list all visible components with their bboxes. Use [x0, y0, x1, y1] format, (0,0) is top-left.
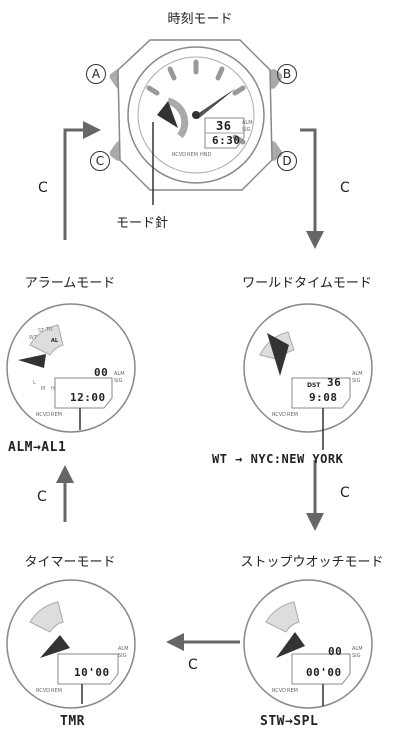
timer-side-2: SIG: [118, 653, 127, 659]
dial-letter-al: AL: [51, 338, 59, 344]
stopwatch-main-value: 00'00: [306, 666, 342, 679]
stopwatch-watch: [243, 579, 373, 709]
top-bottom-label-1: RCVD: [172, 152, 186, 158]
dial-letter-wt: WT: [29, 335, 37, 341]
alarm-top-value: 00: [94, 366, 109, 379]
mode-hand-caption: モード針: [116, 216, 169, 231]
dial-letter-st: ST: [38, 328, 45, 334]
wt-side-1: ALM: [352, 371, 363, 377]
wt-bottom-1: RCVD: [272, 412, 286, 418]
alarm-main-value: 12:00: [70, 391, 106, 404]
stopwatch-bottom-1: RCVD: [272, 688, 286, 694]
timer-mode-title: タイマーモード: [24, 555, 116, 570]
stopwatch-mode-title: ストップウオッチモード: [240, 555, 384, 570]
timer-side-1: ALM: [118, 646, 129, 652]
stopwatch-side-1: ALM: [352, 646, 363, 652]
top-watch-title: 時刻モード: [167, 12, 233, 27]
top-side-label-2: SIG: [242, 127, 251, 133]
arrow-label-c5: C: [188, 657, 198, 673]
button-a-label: A: [86, 64, 106, 84]
dial-letter-tr: TR: [46, 327, 53, 333]
alarm-side-2: SIG: [114, 378, 123, 384]
arrow-label-c3: C: [340, 485, 350, 501]
alarm-caption: ALM→AL1: [8, 440, 67, 455]
button-d-label: D: [277, 151, 297, 171]
wt-main-value: 9:08: [309, 391, 338, 404]
stopwatch-side-2: SIG: [352, 653, 361, 659]
world-time-caption: WT → NYC:NEW YORK: [212, 452, 344, 466]
alarm-mode-title: アラームモード: [24, 276, 116, 291]
alarm-side-1: ALM: [114, 371, 125, 377]
alarm-bottom-2: REM: [51, 412, 62, 418]
stopwatch-top-value: 00: [328, 645, 343, 658]
world-time-mode-title: ワールドタイムモード: [242, 276, 372, 291]
stopwatch-bottom-2: REM: [287, 688, 298, 694]
dial-letter-h: H: [51, 386, 55, 392]
arrow-label-c1: C: [38, 180, 48, 196]
wt-bottom-2: REM: [287, 412, 298, 418]
top-bottom-label-2: REM: [187, 152, 198, 158]
button-c-label: C: [90, 151, 110, 171]
arrow-label-c4: C: [37, 489, 47, 505]
world-time-watch: [243, 303, 373, 450]
top-watch: [109, 39, 283, 205]
alarm-bottom-1: RCVD: [36, 412, 50, 418]
timer-bottom-2: REM: [51, 688, 62, 694]
top-side-label-1: ALM: [242, 120, 253, 126]
timer-caption: TMR: [60, 714, 85, 729]
button-b-label: B: [277, 64, 297, 84]
wt-side-2: SIG: [352, 378, 361, 384]
dial-letter-m: M: [41, 386, 46, 392]
wt-top-value: 36: [327, 376, 342, 389]
top-bottom-label-3: HND: [200, 152, 212, 158]
timer-bottom-1: RCVD: [36, 688, 50, 694]
stopwatch-caption: STW→SPL: [260, 714, 319, 729]
flow-arrows: [56, 121, 324, 651]
top-day-value: 36: [216, 119, 232, 133]
timer-main-value: 10'00: [74, 666, 110, 679]
dial-letter-l: L: [33, 380, 36, 386]
wt-prefix: DST: [307, 382, 321, 389]
alarm-watch: [6, 303, 136, 433]
timer-watch: [6, 579, 136, 709]
arrow-label-c2: C: [340, 180, 350, 196]
top-time-value: 6:30: [212, 134, 241, 147]
